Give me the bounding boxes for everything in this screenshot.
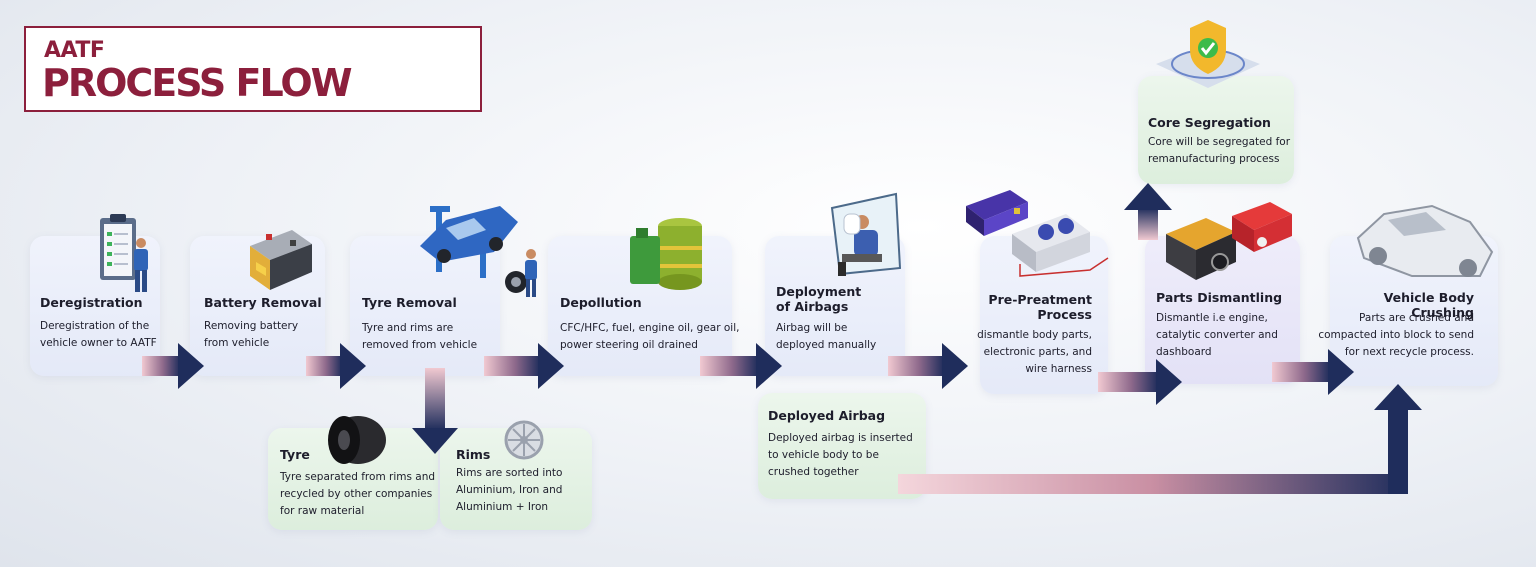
oil-barrel-icon <box>630 218 702 290</box>
arrow-down-tyre <box>412 368 458 454</box>
step-title-depollution: Depollution <box>560 295 642 310</box>
car-shell-icon <box>1356 204 1494 277</box>
branch-title-deployed-airbag: Deployed Airbag <box>768 408 886 423</box>
page-title: PROCESS FLOW <box>42 61 353 105</box>
step-title-tyre-removal: Tyre Removal <box>362 295 457 310</box>
arrow-2 <box>306 343 366 389</box>
arrow-6 <box>1098 359 1182 405</box>
arrow-7 <box>1272 349 1354 395</box>
tyre-icon <box>328 416 386 464</box>
electronic-modules-icon <box>966 190 1109 277</box>
title-small: AATF <box>44 38 105 63</box>
engine-parts-icon <box>1166 202 1292 280</box>
airbag-driver-icon <box>830 192 902 276</box>
car-lift-icon <box>420 206 537 297</box>
step-desc-depollution: CFC/HFC, fuel, engine oil, gear oil,powe… <box>560 322 740 351</box>
arrow-1 <box>142 343 204 389</box>
title-box: AATF PROCESS FLOW <box>24 26 482 112</box>
arrow-3 <box>484 343 564 389</box>
car-battery-icon <box>250 230 312 290</box>
shield-check-icon <box>1156 20 1260 88</box>
branch-title-rims: Rims <box>456 447 491 462</box>
step-desc-pre-treatment: dismantle body parts,electronic parts, a… <box>977 329 1092 375</box>
arrow-up-core <box>1124 183 1172 240</box>
arrow-5 <box>888 343 968 389</box>
card-core-segregation <box>1138 76 1294 184</box>
step-title-vehicle-body-crushing: Vehicle Body Crushing <box>1383 290 1474 320</box>
step-title-parts-dismantling: Parts Dismantling <box>1156 290 1283 305</box>
step-title-deregistration: Deregistration <box>40 295 143 310</box>
arrow-airbag-return <box>898 384 1422 494</box>
branch-title-tyre: Tyre <box>280 447 310 462</box>
rim-icon <box>504 420 544 460</box>
clipboard-worker-icon <box>100 214 148 292</box>
step-desc-parts-dismantling: Dismantle i.e engine,catalytic converter… <box>1156 312 1278 358</box>
step-title-battery-removal: Battery Removal <box>204 295 322 310</box>
arrow-4 <box>700 343 782 389</box>
branch-title-core-segregation: Core Segregation <box>1148 115 1271 130</box>
card-tyre-removal <box>350 236 500 376</box>
